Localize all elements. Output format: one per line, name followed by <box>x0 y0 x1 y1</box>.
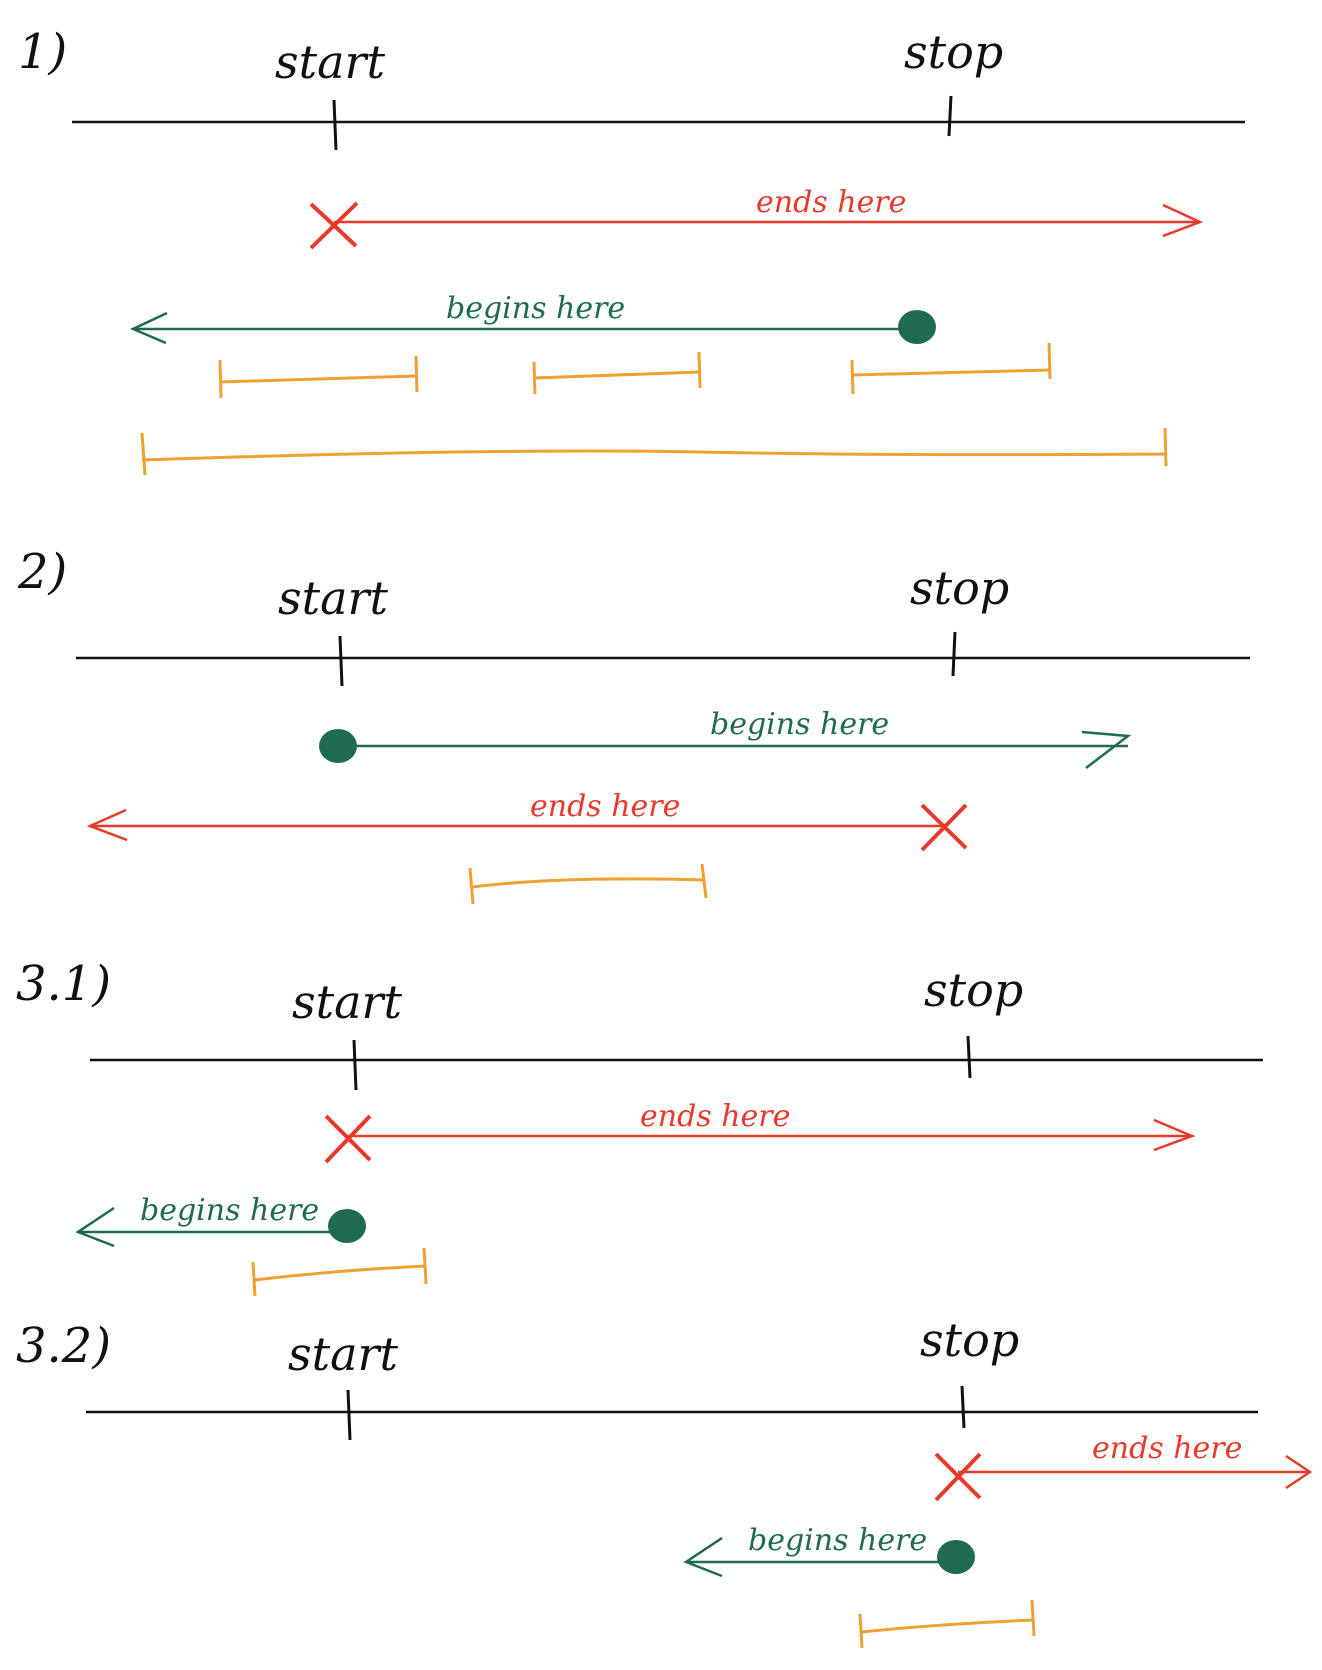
panel-1-label: 1) <box>18 24 67 80</box>
panel-2-start-label: start <box>278 571 389 625</box>
panel-3-1-label: 3.1) <box>16 956 111 1012</box>
panel-1-ends-label: ends here <box>756 185 906 220</box>
panel-1-interval-c <box>850 342 1052 395</box>
panel-3-1-ends-arrow <box>348 1118 1196 1152</box>
panel-1-start-label: start <box>275 35 386 89</box>
dot-icon <box>328 1209 366 1243</box>
panel-3-2-ends-label: ends here <box>1092 1431 1242 1466</box>
panel-3-2-interval <box>858 1599 1036 1649</box>
x-mark-icon <box>934 1452 982 1502</box>
panel-3-2-stop-label: stop <box>920 1313 1019 1367</box>
panel-1-begins-arrow <box>129 311 917 345</box>
panel-3-1: 3.1) start stop ends here begins here <box>16 956 1263 1297</box>
panel-3-2-begins-arrow <box>683 1536 948 1578</box>
panel-3-1-ends-label: ends here <box>640 1099 790 1134</box>
panel-2-interval <box>468 863 708 905</box>
panel-2: 2) start stop begins here ends here <box>17 544 1250 905</box>
panel-1-begins-label: begins here <box>446 291 625 326</box>
panel-3-1-begins-label: begins here <box>140 1193 319 1228</box>
panel-1: 1) start stop ends here begins here <box>18 24 1245 476</box>
x-mark-icon <box>920 803 968 852</box>
panel-1-stop-tick <box>947 95 953 137</box>
panel-3-2-start-label: start <box>288 1327 399 1381</box>
panel-2-begins-label: begins here <box>710 707 889 742</box>
panel-2-stop-tick <box>951 631 957 677</box>
panel-3-1-start-tick <box>352 1039 358 1091</box>
dot-icon <box>319 729 357 763</box>
panel-2-ends-label: ends here <box>530 789 680 824</box>
panel-3-1-stop-label: stop <box>924 963 1023 1017</box>
panel-3-2-ends-arrow <box>958 1454 1313 1490</box>
panel-1-interval-long <box>140 427 1168 476</box>
panel-1-start-tick <box>332 99 338 151</box>
panel-3-1-start-label: start <box>292 975 403 1029</box>
panel-3-2-begins-label: begins here <box>748 1523 927 1558</box>
dot-icon <box>898 310 936 344</box>
panel-3-2-stop-tick <box>960 1385 966 1429</box>
panel-3-2-start-tick <box>346 1389 352 1441</box>
panel-2-label: 2) <box>17 544 67 600</box>
panel-2-stop-label: stop <box>910 561 1009 615</box>
panel-2-start-tick <box>338 635 344 687</box>
panel-3-1-begins-arrow <box>75 1206 344 1248</box>
panel-1-ends-arrow <box>334 203 1204 238</box>
panel-2-ends-arrow <box>86 808 942 842</box>
panel-1-interval-b <box>532 351 702 395</box>
panel-3-1-stop-tick <box>966 1035 972 1079</box>
dot-icon <box>937 1540 975 1574</box>
panel-3-2-label: 3.2) <box>16 1318 111 1374</box>
panel-3-1-interval <box>251 1247 428 1297</box>
x-mark-icon <box>324 1114 372 1164</box>
panel-3-2: 3.2) start stop ends here begins here <box>16 1313 1313 1649</box>
panel-1-stop-label: stop <box>904 25 1003 79</box>
panel-1-interval-a <box>218 355 419 399</box>
panel-2-begins-arrow <box>338 730 1132 769</box>
x-mark-icon <box>309 201 359 250</box>
